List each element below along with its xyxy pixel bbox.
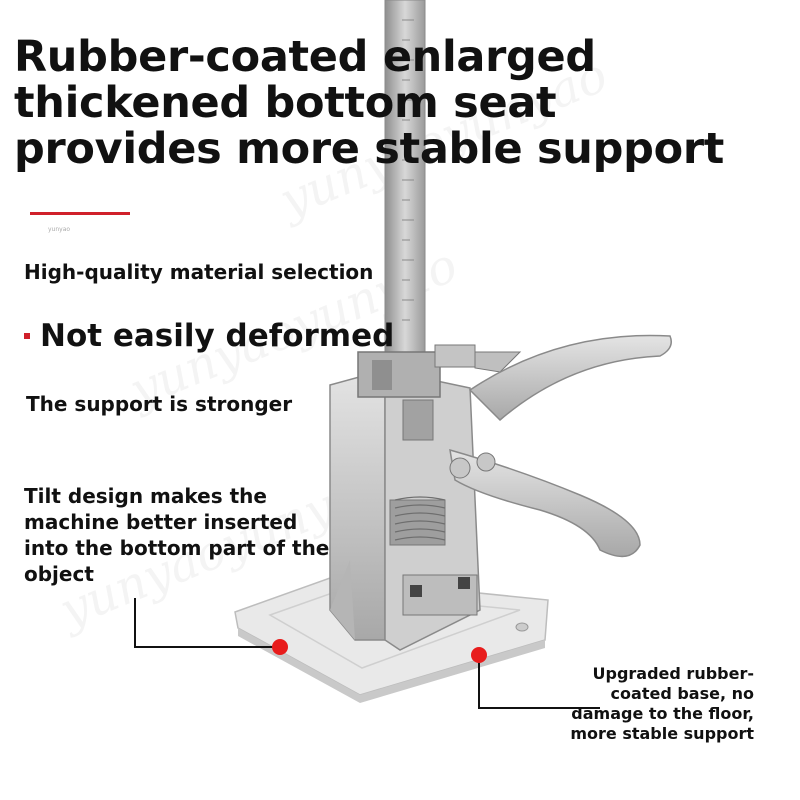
ruler-bar — [384, 0, 426, 371]
accent-divider — [30, 212, 130, 215]
tilt-callout-dot — [272, 639, 288, 655]
feature-deform: Not easily deformed — [40, 318, 395, 354]
tilt-callout-line — [134, 598, 280, 648]
clamp-head — [357, 344, 522, 441]
callout-lines — [134, 598, 600, 709]
feature-stronger: The support is stronger — [26, 392, 293, 416]
base-callout-line — [478, 655, 600, 709]
headline: Rubber-coated enlarged thickened bottom … — [14, 32, 724, 174]
small-mark: yunyao — [48, 226, 71, 233]
bullet-dot — [24, 333, 30, 339]
base-callout-dot — [471, 647, 487, 663]
lever-handle — [449, 334, 672, 558]
callout-base-text: Upgraded rubber-coated base, no damage t… — [570, 664, 754, 743]
callout-tilt-text: Tilt design makes the machine better ins… — [24, 484, 330, 586]
feature-material: High-quality material selection — [24, 260, 374, 284]
